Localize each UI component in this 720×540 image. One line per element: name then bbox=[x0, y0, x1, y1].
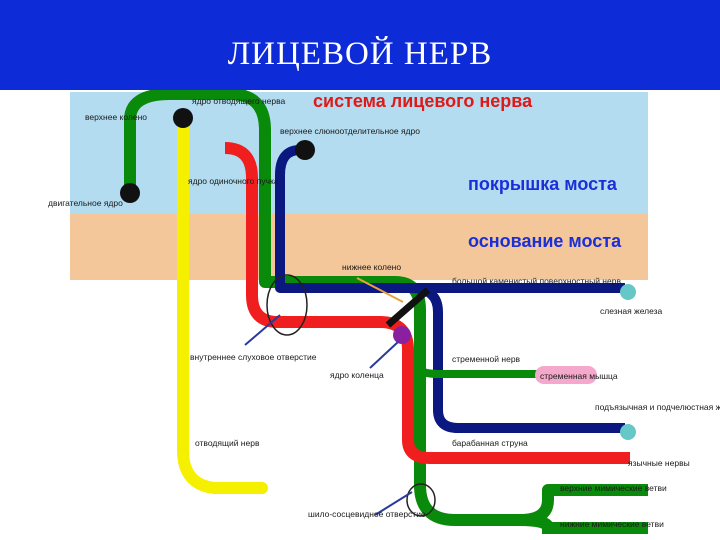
motor-nucleus-dot bbox=[120, 183, 140, 203]
stapedius-muscle-shape bbox=[535, 366, 597, 384]
abducens-nerve-path bbox=[177, 112, 268, 494]
stylomastoid-label: шило-сосцевидное отверстие bbox=[308, 509, 426, 519]
lower-branches-label: нижние мимические ветви bbox=[560, 519, 664, 529]
abducens-nerve-label: отводящий нерв bbox=[195, 438, 260, 448]
geniculate-label: ядро коленца bbox=[330, 370, 384, 380]
petrosal-label: большой каменистый поверхностный нерв bbox=[452, 276, 621, 286]
abducens-nucleus-label: ядро отводящего нерва bbox=[192, 96, 286, 106]
abducens-nucleus-dot bbox=[173, 108, 193, 128]
submandibular-gland-dot bbox=[620, 424, 636, 440]
motor-nucleus-label: двигательное ядро bbox=[48, 198, 123, 208]
chorda-tympani-label: барабанная струна bbox=[452, 438, 528, 448]
meatus-arrow bbox=[244, 314, 281, 346]
solitary-nucleus-label: ядро одиночного пучка bbox=[188, 176, 279, 186]
lower-branch-path bbox=[519, 514, 648, 534]
taste-fibers-path bbox=[224, 142, 630, 464]
lacrimal-label: слезная железа bbox=[600, 306, 663, 316]
geniculate-arrow bbox=[369, 341, 399, 369]
internal-meatus-ring bbox=[266, 274, 308, 336]
base-label: основание моста bbox=[468, 231, 622, 251]
meatus-label: внутреннее слуховое отверстие bbox=[190, 352, 317, 362]
tegmentum-zone bbox=[70, 92, 648, 214]
system-label: система лицевого нерва bbox=[313, 91, 533, 111]
stylomastoid-ring bbox=[406, 483, 436, 517]
lower-knee-label: нижнее колено bbox=[342, 262, 401, 272]
tegmentum-label: покрышка моста bbox=[468, 174, 618, 194]
upper-branches-label: верхние мимические ветви bbox=[560, 483, 667, 493]
page-title: ЛИЦЕВОЙ НЕРВ bbox=[227, 36, 493, 72]
title-banner: ЛИЦЕВОЙ НЕРВ bbox=[0, 0, 720, 90]
upper-knee-label: верхнее колено bbox=[85, 112, 147, 122]
geniculate-dot bbox=[393, 326, 411, 344]
lacrimal-gland-dot bbox=[620, 284, 636, 300]
stapedius-label: стременная мышца bbox=[540, 371, 618, 381]
stapedial-nerve-label: стременной нерв bbox=[452, 354, 521, 364]
facial-nerve-diagram: система лицевого нерва покрышка моста ос… bbox=[48, 90, 720, 534]
stapedial-branch-path bbox=[416, 366, 540, 378]
stylomastoid-arrow bbox=[374, 491, 413, 516]
taste-label: язычные нервы bbox=[628, 458, 690, 468]
salivatory-nucleus-dot bbox=[295, 140, 315, 160]
lower-knee-bar bbox=[385, 287, 431, 328]
lower-knee-arrow bbox=[356, 277, 404, 303]
base-zone bbox=[70, 214, 648, 280]
salivatory-nucleus-label: верхнее слюноотделительное ядро bbox=[280, 126, 420, 136]
submandibular-label: подъязычная и подчелюстная железа bbox=[595, 402, 720, 412]
